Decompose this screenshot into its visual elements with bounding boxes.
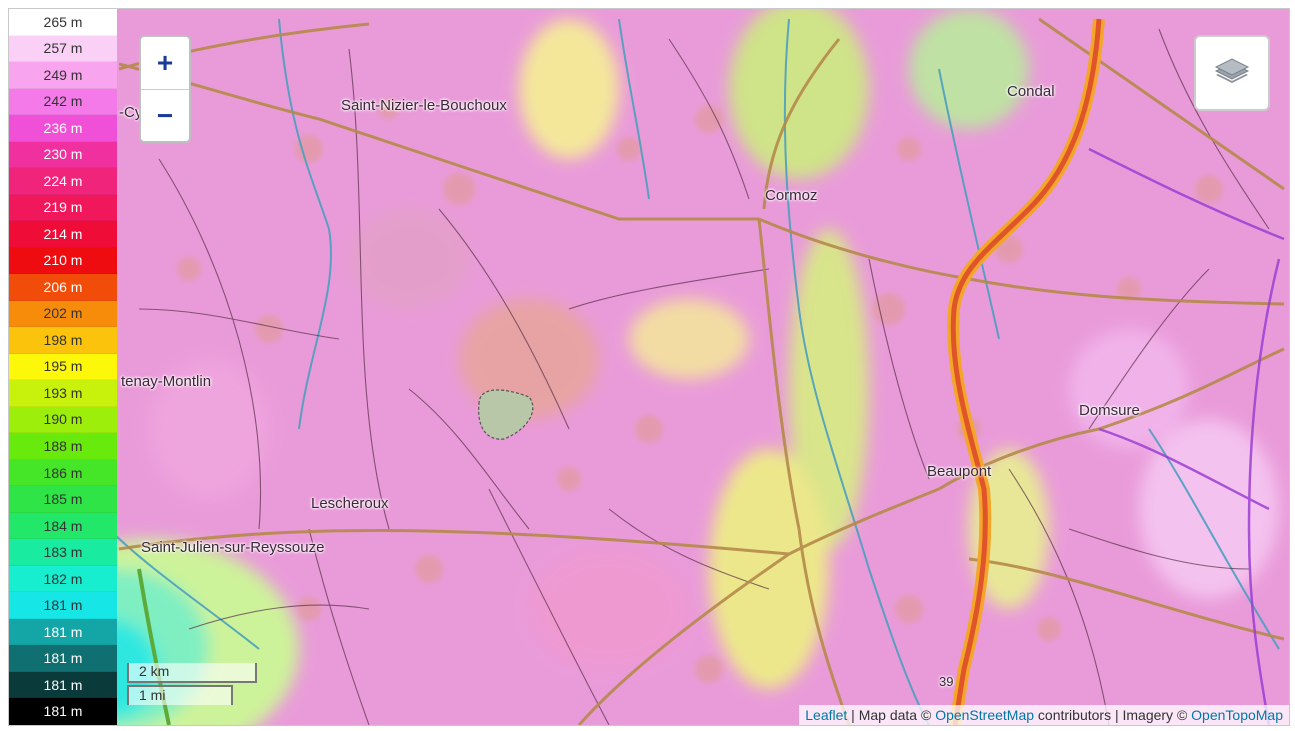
attribution-text: | Map data ©	[847, 707, 936, 723]
terrain-map[interactable]	[9, 9, 1289, 725]
zoom-out-button[interactable]: −	[156, 100, 174, 131]
legend-entry: 185 m	[9, 486, 117, 513]
legend-entry: 195 m	[9, 353, 117, 381]
legend-entry: 206 m	[9, 274, 117, 301]
place-label: Cormoz	[765, 187, 818, 204]
legend-entry: 182 m	[9, 565, 117, 593]
legend-entry: 181 m	[9, 671, 117, 699]
legend-entry: 184 m	[9, 512, 117, 540]
place-label: Domsure	[1079, 402, 1140, 419]
scale-bar: 2 km 1 mi	[127, 663, 257, 705]
legend-entry: 219 m	[9, 194, 117, 222]
place-label: Beaupont	[927, 463, 992, 480]
legend-entry: 188 m	[9, 433, 117, 460]
zoom-control: + −	[139, 35, 191, 143]
legend-entry: 181 m	[9, 618, 117, 646]
legend-entry: 265 m	[9, 9, 117, 36]
legend-entry: 257 m	[9, 35, 117, 63]
legend-entry: 249 m	[9, 62, 117, 89]
zoom-in-button[interactable]: +	[141, 37, 189, 90]
legend-entry: 236 m	[9, 115, 117, 142]
place-label: tenay-Montlin	[121, 373, 212, 390]
place-label: Saint-Julien-sur-Reyssouze	[141, 539, 325, 556]
layers-button[interactable]	[1194, 35, 1270, 111]
legend-entry: 214 m	[9, 221, 117, 248]
scale-mi: 1 mi	[127, 685, 233, 705]
legend-entry: 186 m	[9, 459, 117, 487]
place-label: Lescheroux	[311, 495, 389, 512]
legend-entry: 181 m	[9, 592, 117, 619]
place-label: Condal	[1007, 83, 1055, 100]
legend-entry: 181 m	[9, 645, 117, 672]
leaflet-link[interactable]: Leaflet	[805, 707, 848, 723]
legend-entry: 190 m	[9, 406, 117, 434]
attribution: Leaflet | Map data © OpenStreetMap contr…	[799, 705, 1289, 725]
legend-entry: 181 m	[9, 698, 117, 725]
legend-entry: 224 m	[9, 168, 117, 195]
attribution-text: contributors | Imagery ©	[1034, 707, 1192, 723]
opentopomap-link[interactable]: OpenTopoMap	[1191, 707, 1283, 723]
legend-entry: 198 m	[9, 327, 117, 354]
legend-entry: 183 m	[9, 539, 117, 566]
legend-entry: 193 m	[9, 380, 117, 407]
layers-icon	[1214, 58, 1250, 83]
place-label: Saint-Nizier-le-Bouchoux	[341, 97, 507, 114]
legend-entry: 210 m	[9, 247, 117, 275]
openstreetmap-link[interactable]: OpenStreetMap	[935, 707, 1035, 723]
legend-entry: 230 m	[9, 141, 117, 169]
road-number-label: 39	[939, 674, 954, 689]
legend-entry: 242 m	[9, 88, 117, 116]
scale-km: 2 km	[127, 663, 257, 683]
legend-entry: 202 m	[9, 300, 117, 328]
